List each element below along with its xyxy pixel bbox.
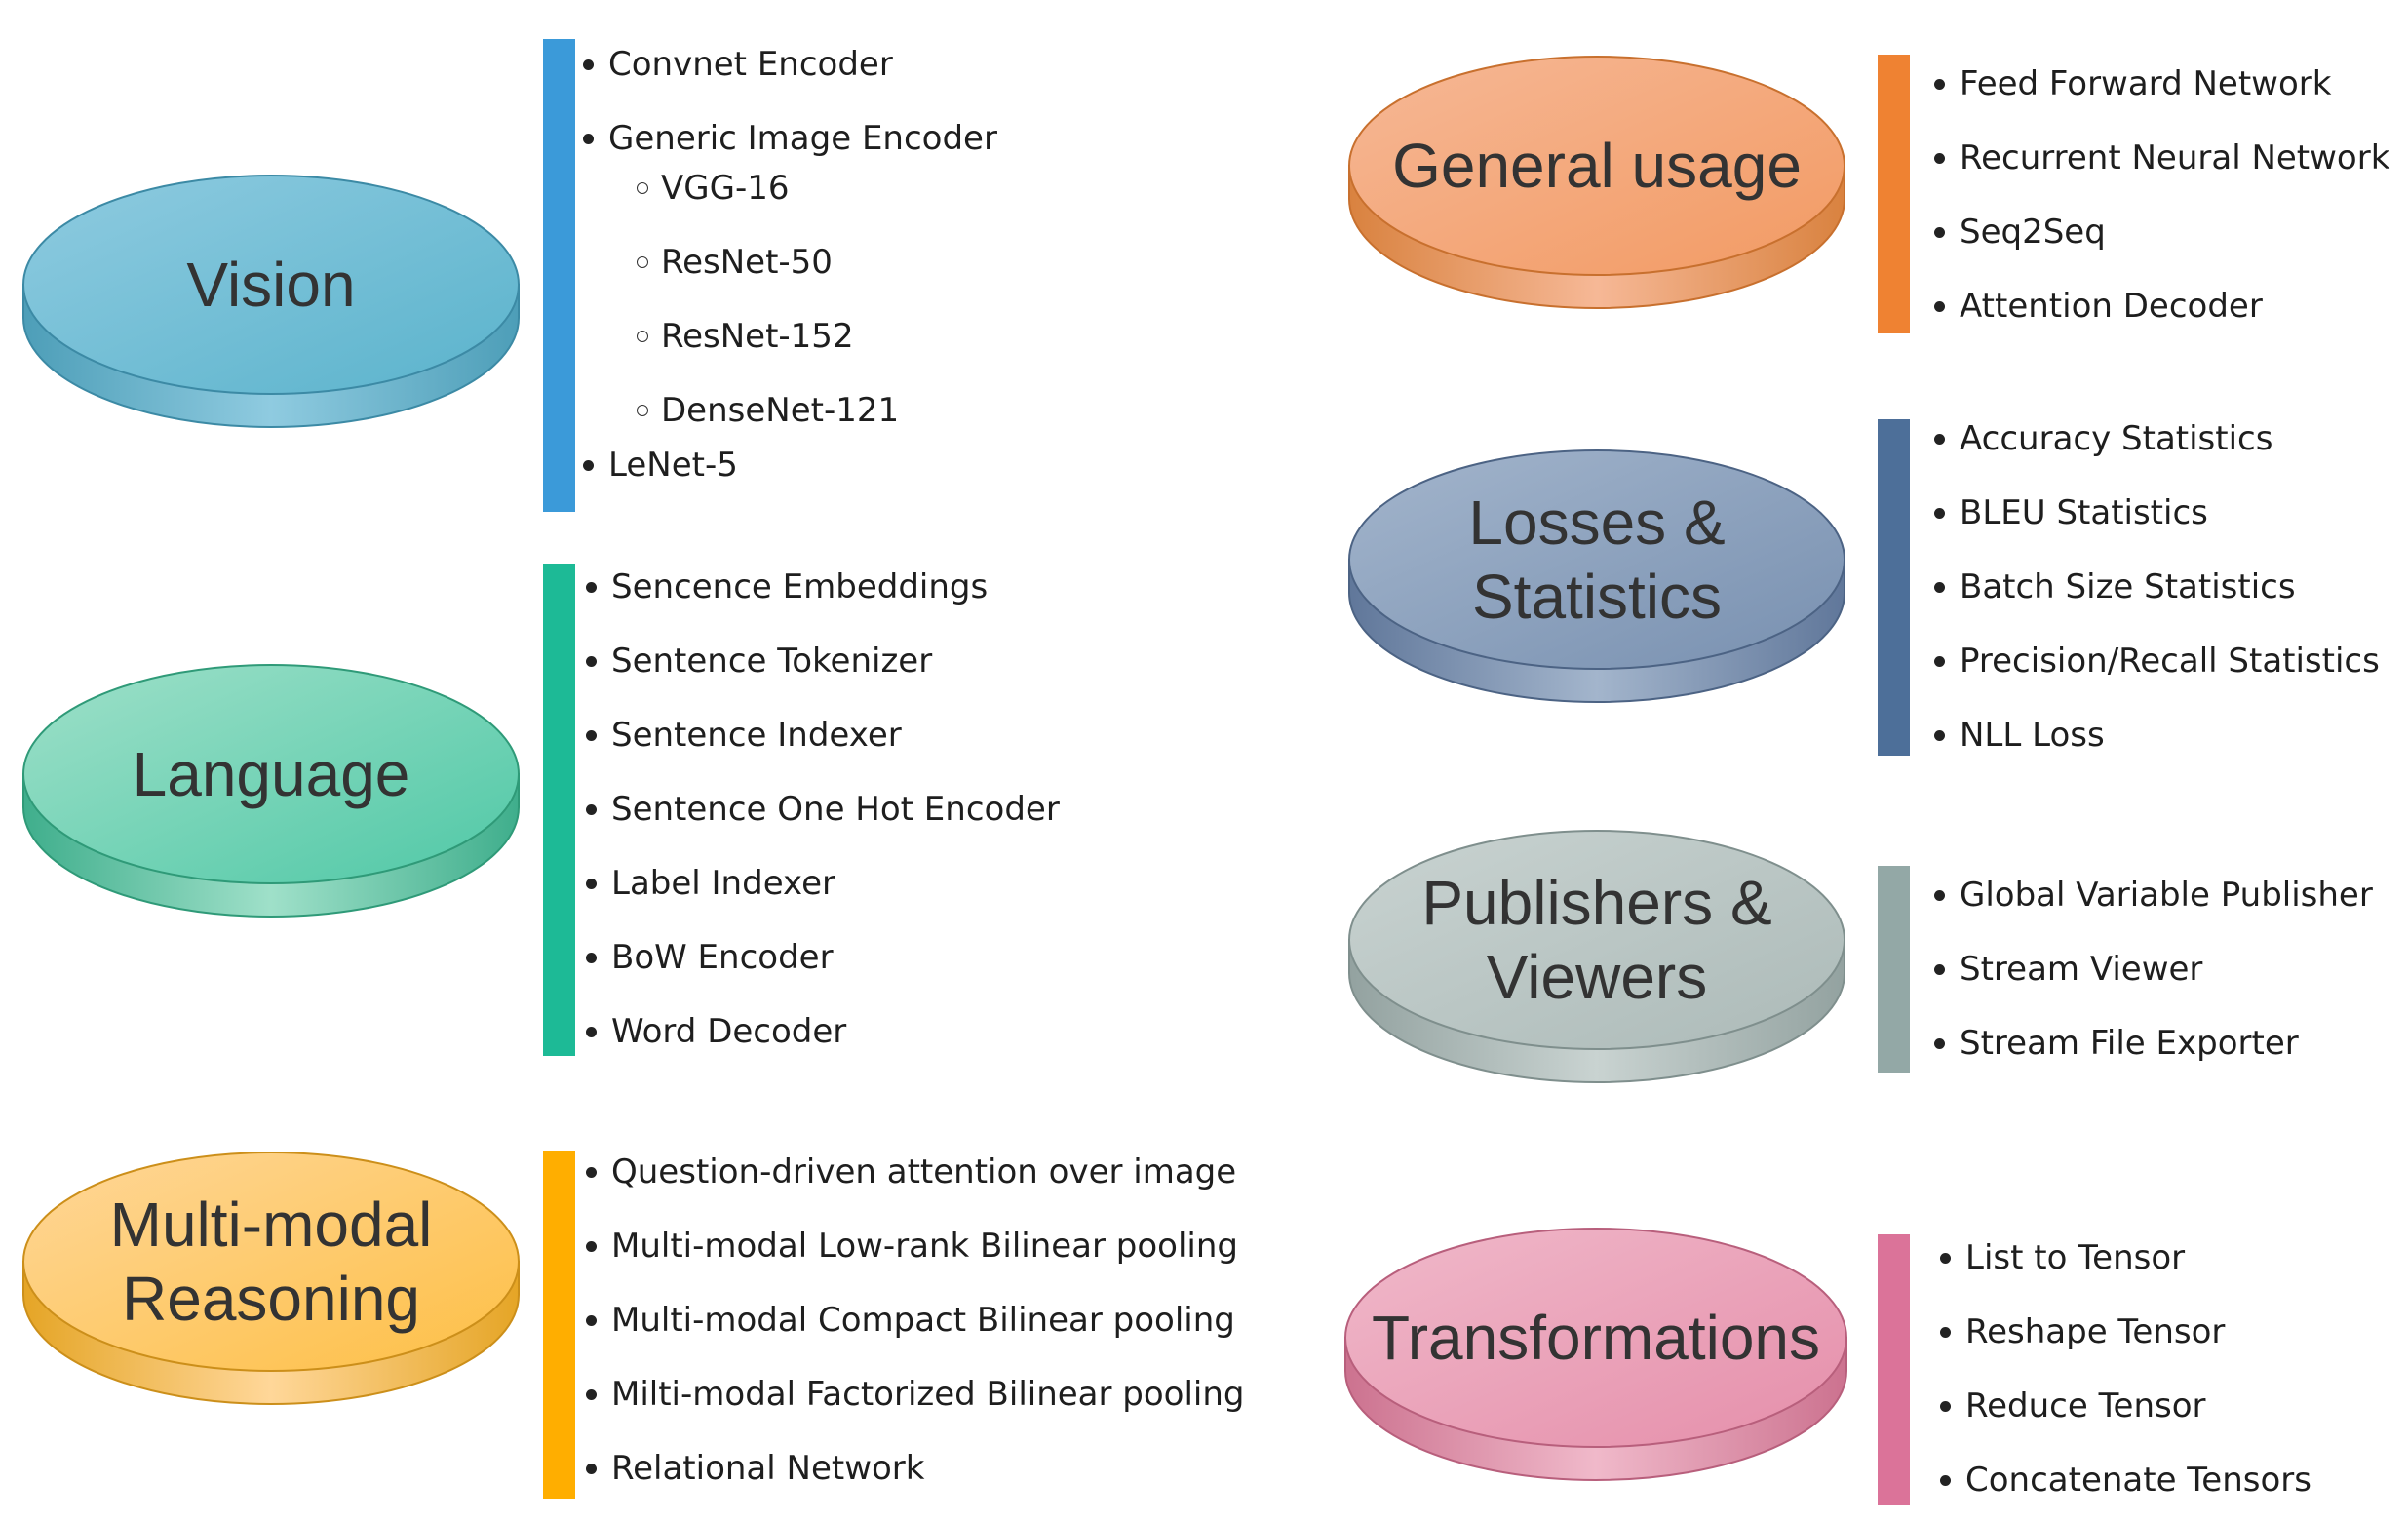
vision-list-item: Convnet Encoder: [583, 45, 893, 84]
losses-list-item: Precision/Recall Statistics: [1934, 642, 2380, 681]
transformations-list-item: Reduce Tensor: [1940, 1386, 2206, 1425]
vision-disk: Vision: [21, 174, 521, 429]
language-list-item: BoW Encoder: [586, 938, 834, 977]
vision-list-item: ResNet-50: [583, 243, 833, 282]
language-color-bar: [543, 564, 575, 1056]
language-list-item: Sentence One Hot Encoder: [586, 790, 1060, 829]
losses-disk: Losses & Statistics: [1347, 449, 1846, 704]
general-list-item: Recurrent Neural Network: [1934, 138, 2389, 177]
multimodal-disk-top: [22, 1152, 520, 1372]
language-list-item: Word Decoder: [586, 1012, 846, 1051]
losses-list-item: NLL Loss: [1934, 716, 2105, 755]
language-disk: Language: [21, 663, 521, 918]
general-list-item: Feed Forward Network: [1934, 64, 2331, 103]
publishers-list-item: Stream File Exporter: [1934, 1024, 2299, 1063]
publishers-list-item: Stream Viewer: [1934, 950, 2202, 989]
multimodal-list-item: Question-driven attention over image: [586, 1152, 1236, 1191]
publishers-color-bar: [1878, 866, 1910, 1073]
transformations-list-item: Reshape Tensor: [1940, 1312, 2225, 1351]
language-list-item: Sencence Embeddings: [586, 567, 988, 606]
language-list-item: Label Indexer: [586, 864, 835, 903]
publishers-disk-top: [1348, 830, 1845, 1050]
multimodal-list-item: Multi-modal Compact Bilinear pooling: [586, 1301, 1235, 1340]
losses-disk-top: [1348, 449, 1845, 670]
multimodal-disk: Multi-modal Reasoning: [21, 1151, 521, 1406]
vision-list-item: LeNet-5: [583, 446, 738, 485]
vision-list-item: VGG-16: [583, 169, 789, 208]
losses-list-item: BLEU Statistics: [1934, 493, 2208, 532]
transformations-disk: Transformations: [1343, 1227, 1848, 1482]
transformations-list-item: List to Tensor: [1940, 1238, 2185, 1277]
losses-list-item: Batch Size Statistics: [1934, 567, 2296, 606]
vision-list-item: ResNet-152: [583, 317, 854, 356]
losses-color-bar: [1878, 419, 1910, 756]
transformations-list-item: Concatenate Tensors: [1940, 1461, 2311, 1500]
language-disk-top: [22, 664, 520, 884]
general-disk: General usage: [1347, 55, 1846, 310]
publishers-disk: Publishers & Viewers: [1347, 829, 1846, 1084]
transformations-disk-top: [1344, 1228, 1847, 1448]
vision-list-item: Generic Image Encoder: [583, 119, 997, 158]
language-list-item: Sentence Tokenizer: [586, 642, 932, 681]
vision-color-bar: [543, 39, 575, 512]
vision-disk-top: [22, 175, 520, 395]
general-color-bar: [1878, 55, 1910, 333]
publishers-list-item: Global Variable Publisher: [1934, 876, 2373, 915]
language-list-item: Sentence Indexer: [586, 716, 902, 755]
multimodal-list-item: Multi-modal Low-rank Bilinear pooling: [586, 1227, 1238, 1266]
losses-list-item: Accuracy Statistics: [1934, 419, 2272, 458]
vision-list-item: DenseNet-121: [583, 391, 899, 430]
general-list-item: Seq2Seq: [1934, 213, 2106, 252]
transformations-color-bar: [1878, 1234, 1910, 1505]
general-disk-top: [1348, 56, 1845, 276]
general-list-item: Attention Decoder: [1934, 287, 2263, 326]
multimodal-list-item: Milti-modal Factorized Bilinear pooling: [586, 1375, 1245, 1414]
multimodal-list-item: Relational Network: [586, 1449, 924, 1488]
multimodal-color-bar: [543, 1151, 575, 1499]
